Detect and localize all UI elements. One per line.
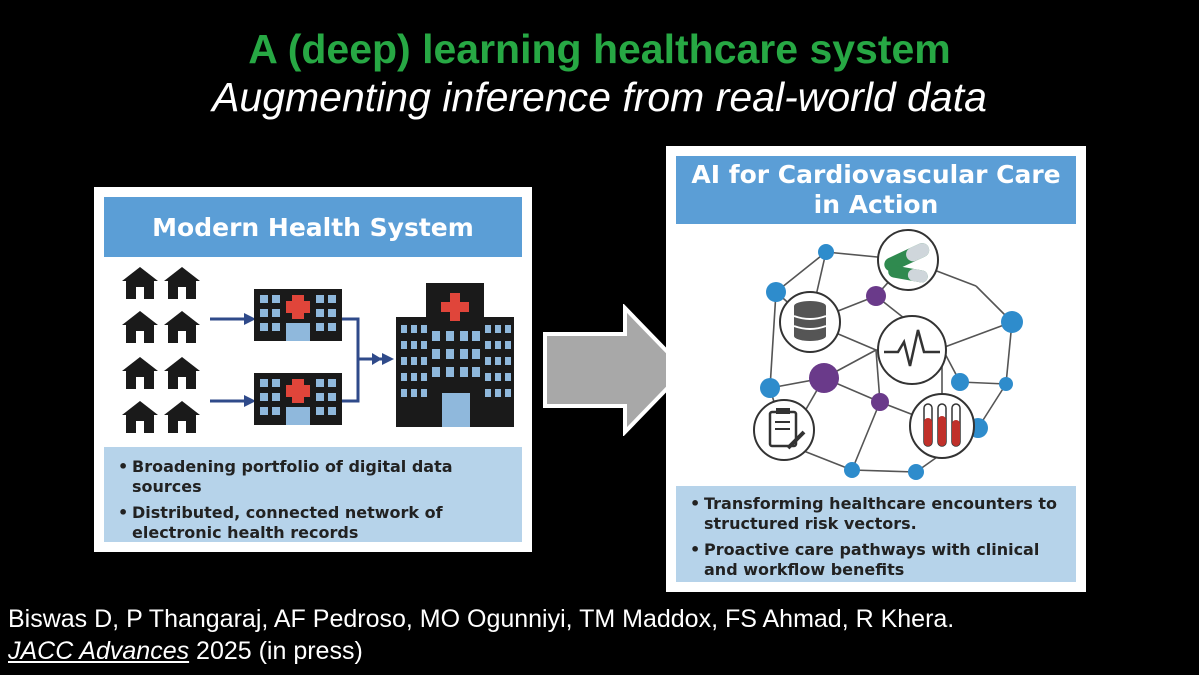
slide-subtitle: Augmenting inference from real-world dat…	[212, 74, 987, 120]
test-tubes-icon	[909, 393, 975, 459]
health-network-illustration	[122, 267, 514, 433]
pills-icon	[877, 229, 939, 291]
citation-authors: Biswas D, P Thangaraj, AF Pedroso, MO Og…	[8, 605, 955, 633]
heading-line: in Action	[813, 190, 939, 219]
journal-link[interactable]: JACC Advances	[8, 637, 190, 665]
citation-journal-line: JACC Advances 2025 (in press)	[8, 636, 363, 666]
bullet-item: Broadening portfolio of digital data sou…	[118, 457, 508, 497]
bullet-item: Proactive care pathways with clinical an…	[690, 540, 1062, 580]
slide-title: A (deep) learning healthcare system	[248, 26, 951, 72]
panel-heading-ai-care: AI for Cardiovascular Care in Action	[676, 156, 1076, 224]
heading-line: AI for Cardiovascular Care	[691, 160, 1061, 189]
left-panel-bullets: Broadening portfolio of digital data sou…	[104, 447, 522, 542]
ai-network-illustration	[753, 229, 1023, 480]
ecg-heartbeat-icon	[877, 315, 947, 385]
clipboard-icon	[753, 399, 815, 461]
right-panel-bullets: Transforming healthcare encounters to st…	[676, 486, 1076, 582]
panel-heading-modern-health: Modern Health System	[104, 197, 522, 257]
database-icon	[779, 291, 841, 353]
bullet-item: Transforming healthcare encounters to st…	[690, 494, 1062, 534]
houses-group	[122, 267, 200, 433]
hospital-building	[396, 283, 514, 427]
bullet-item: Distributed, connected network of electr…	[118, 503, 508, 543]
right-arrow-icon	[543, 304, 688, 436]
citation-year: 2025 (in press)	[189, 637, 363, 665]
modern-health-system-panel: Modern Health System	[94, 187, 532, 552]
ai-cardiovascular-panel: AI for Cardiovascular Care in Action	[666, 146, 1086, 592]
